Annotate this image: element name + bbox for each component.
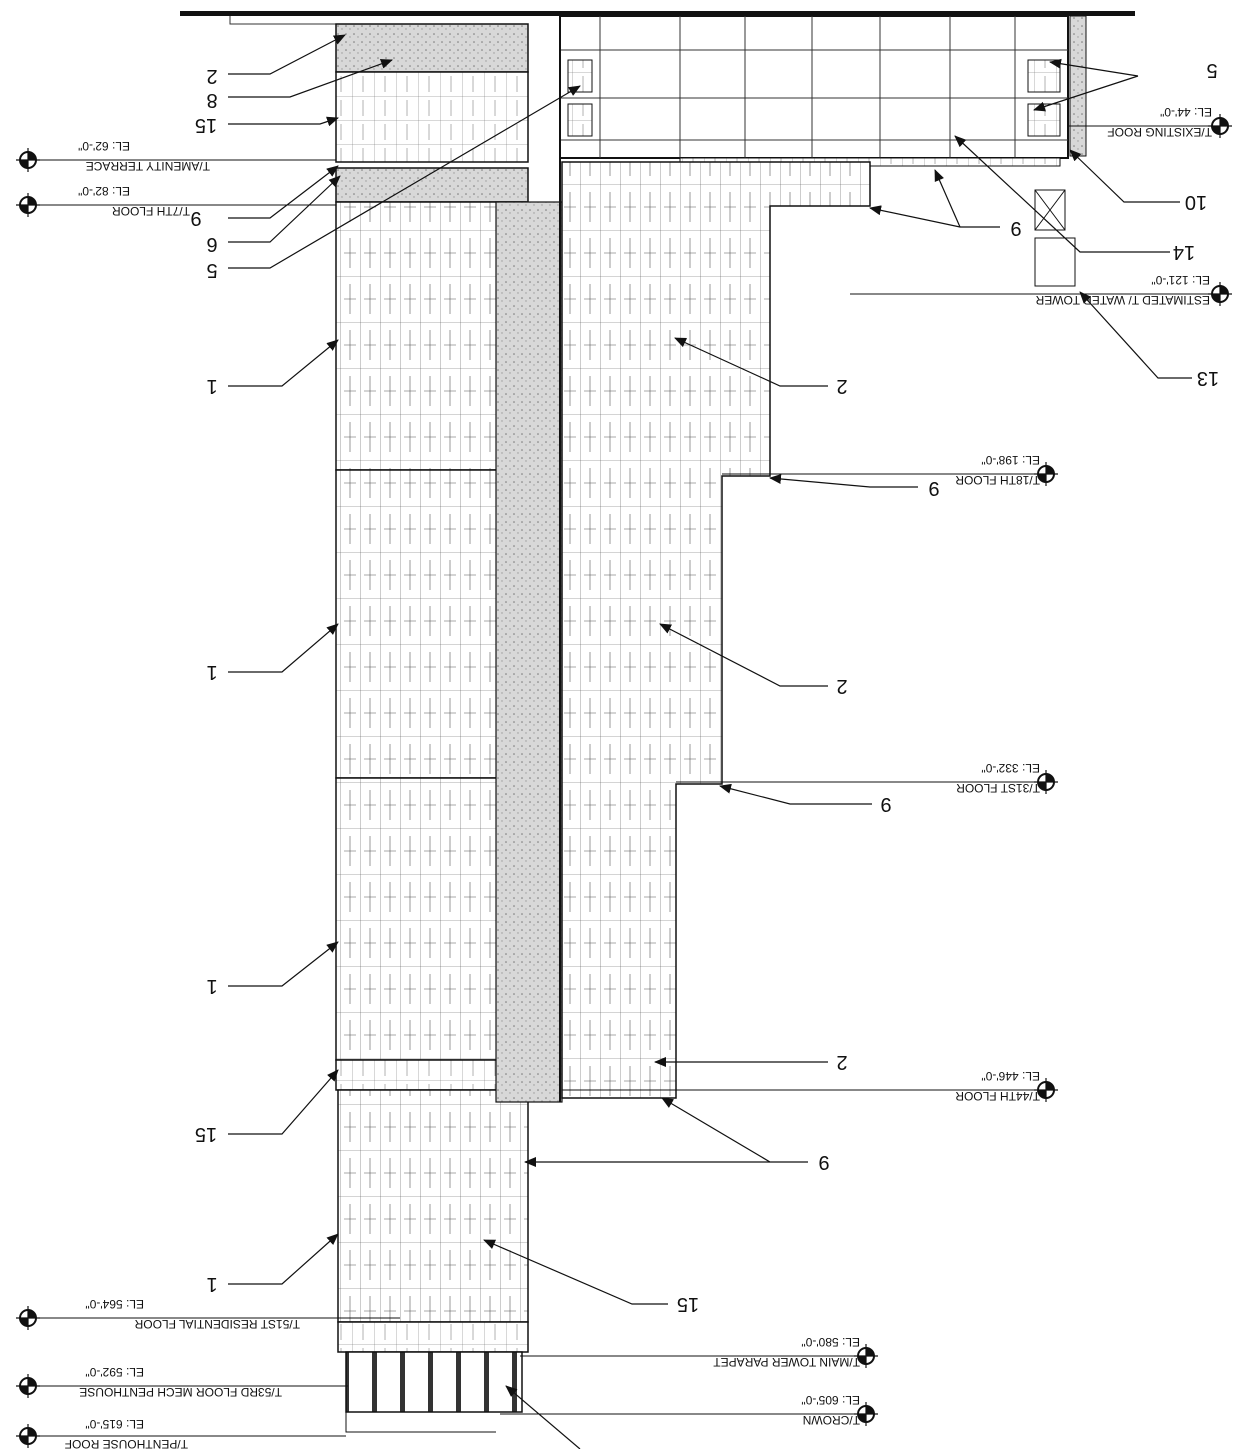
level-name-existing-roof: T/EXISTING ROOF	[1107, 125, 1212, 139]
level-elev-51st: EL: 564'-0"	[85, 1297, 144, 1311]
level-target-icon	[16, 193, 40, 217]
level-elev-amenity: EL: 62'-0"	[78, 139, 130, 153]
level-name-53rd-mech: T/53RD FLOOR MECH PENTHOUSE	[79, 1385, 282, 1399]
crown-base	[345, 1412, 496, 1433]
keynote-9-d: 9	[880, 793, 891, 815]
level-elev-existing-roof: EL: 44'-0"	[1160, 105, 1212, 119]
keynote-9-b: 9	[1010, 217, 1021, 239]
keynote-1-c: 1	[206, 975, 217, 997]
level-datum-lines	[28, 125, 1232, 1437]
keynote-leaders	[228, 34, 1192, 1450]
center-core-strip	[495, 201, 563, 1103]
level-target-icon	[854, 1402, 878, 1426]
level-name-44th: T/44TH FLOOR	[955, 1089, 1040, 1103]
level-target-icon	[1034, 462, 1058, 486]
level-target-icon	[1034, 1078, 1058, 1102]
level-name-main-parapet: T/MAIN TOWER PARAPET	[713, 1355, 860, 1369]
keynote-1-b: 1	[206, 661, 217, 683]
keynote-15-top: 15	[195, 114, 217, 136]
level-elev-penthouse-roof: EL: 615'-0"	[85, 1417, 144, 1431]
level-target-icon	[16, 148, 40, 172]
keynote-15-low: 15	[677, 1293, 699, 1315]
level-labels: T/AMENITY TERRACE EL: 62'-0" T/7TH FLOOR…	[65, 105, 1212, 1451]
keynote-8: 8	[206, 89, 217, 111]
level-elev-water-tower: EL: 121'-0"	[1151, 273, 1210, 287]
water-tower	[1034, 189, 1076, 287]
level-name-51st: T/51ST RESIDENTIAL FLOOR	[134, 1317, 300, 1331]
existing-building	[559, 15, 1087, 167]
existing-roof-edge	[180, 11, 1135, 16]
keynote-10: 10	[1185, 191, 1207, 213]
level-name-7th: T/7TH FLOOR	[112, 204, 190, 218]
level-elev-18th: EL: 198'-0"	[981, 453, 1040, 467]
level-elev-31st: EL: 332'-0"	[981, 761, 1040, 775]
keynote-2-top: 2	[206, 65, 217, 87]
keynote-5-left: 5	[206, 259, 217, 281]
level-elev-7th: EL: 82'-0"	[78, 184, 130, 198]
parapet-outline	[229, 16, 340, 25]
keynote-1-a: 1	[206, 375, 217, 397]
level-name-31st: T/31ST FLOOR	[956, 781, 1040, 795]
level-target-icon	[854, 1344, 878, 1368]
level-name-amenity: T/AMENITY TERRACE	[86, 159, 210, 173]
level-targets	[16, 114, 1232, 1448]
tower-left-column	[335, 23, 529, 1353]
crown	[345, 1351, 523, 1413]
keynote-9-e: 9	[818, 1151, 829, 1173]
keynote-2-a: 2	[836, 375, 847, 397]
level-name-crown: T/CROWN	[803, 1413, 860, 1427]
level-name-18th: T/18TH FLOOR	[955, 473, 1040, 487]
tower-stepped-mass	[561, 161, 871, 1099]
keynote-9-a: 9	[190, 207, 201, 229]
keynote-13: 13	[1197, 367, 1219, 389]
keynote-15-mid: 15	[195, 1123, 217, 1145]
level-name-water-tower: ESTIMATED T/ WATER TOWER	[1035, 293, 1210, 307]
keynote-2-c: 2	[836, 1051, 847, 1073]
keynote-9-c: 9	[928, 477, 939, 499]
level-elev-crown: EL: 605'-0"	[801, 1393, 860, 1407]
keynote-numbers: 2 8 15 9 6 5 5 10 9 14 13 1 2 9 1 2 9 1 …	[190, 59, 1219, 1315]
level-elev-main-parapet: EL: 580'-0"	[801, 1335, 860, 1349]
level-elev-53rd-mech: EL: 592'-0"	[85, 1365, 144, 1379]
level-target-icon	[16, 1306, 40, 1330]
level-target-icon	[1208, 114, 1232, 138]
level-name-penthouse-roof: T/PENTHOUSE ROOF	[65, 1437, 188, 1449]
keynote-1-d: 1	[206, 1273, 217, 1295]
level-target-icon	[16, 1374, 40, 1398]
level-target-icon	[1034, 770, 1058, 794]
level-target-icon	[16, 1424, 40, 1448]
level-elev-44th: EL: 446'-0"	[981, 1069, 1040, 1083]
keynote-14: 14	[1173, 241, 1195, 263]
keynote-6: 6	[206, 233, 217, 255]
keynote-5-right: 5	[1206, 59, 1217, 81]
keynote-2-b: 2	[836, 675, 847, 697]
level-target-icon	[1208, 282, 1232, 306]
